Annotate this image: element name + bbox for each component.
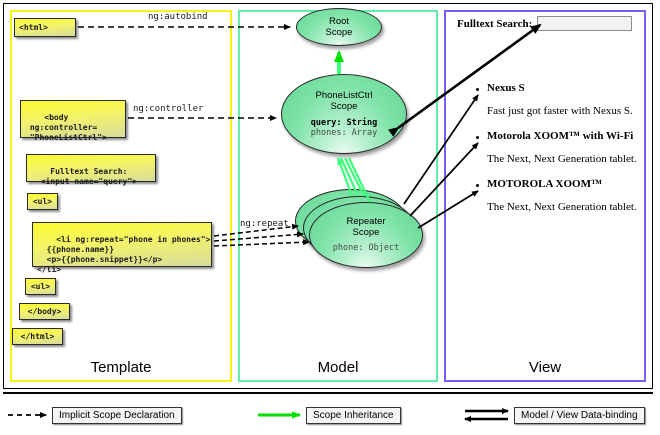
code-box-ul-open: <ul> <box>27 193 58 210</box>
root-scope: Root Scope <box>296 8 382 46</box>
panel-model-label: Model <box>317 359 359 376</box>
legend-item-implicit-scope-declaration: Implicit Scope Declaration <box>52 407 182 424</box>
edge-label-ng-autobind: ng:autobind <box>148 12 208 22</box>
phonelistctrl-scope: PhoneListCtrl Scope query: String phones… <box>281 74 407 154</box>
view-item-name: Nexus S <box>487 82 525 94</box>
list-bullet <box>476 184 479 187</box>
view-item-snippet: The Next, Next Generation tablet. <box>487 201 637 213</box>
view-item-name: MOTOROLA XOOM™ <box>487 178 602 190</box>
legend-divider <box>3 392 653 394</box>
code-box-fulltext-search: Fulltext Search: <input name="query"> <box>26 154 156 186</box>
panel-view-label: View <box>528 359 562 376</box>
code-box-html-close: </html> <box>12 328 63 345</box>
view-item-name: Motorola XOOM™ with Wi-Fi <box>487 130 634 142</box>
fulltext-search-input[interactable] <box>537 16 632 31</box>
code-box-html-open: <html> <box>14 18 76 37</box>
phonelistctrl-scope-prop-query: query: String <box>310 117 378 128</box>
phonelistctrl-scope-title: PhoneListCtrl Scope <box>315 89 373 112</box>
code-box-body-open: <body ng:controller= "PhoneListCtrl"> <box>20 100 126 142</box>
phonelistctrl-scope-prop-phones: phones: Array <box>310 128 378 138</box>
repeater-scope-prop-phone: phone: Object <box>332 243 400 254</box>
list-bullet <box>476 136 479 139</box>
code-box-body-close: </body> <box>19 303 70 320</box>
panel-template-label: Template <box>90 359 152 376</box>
code-box-li-repeat: <li ng:repeat="phone in phones"> {{phone… <box>32 222 212 274</box>
repeater-scope-title: Repeater Scope <box>346 216 386 239</box>
repeater-scope: Repeater Scope phone: Object <box>309 202 423 268</box>
code-box-ul-close: <ul> <box>25 278 56 295</box>
legend-item-model-view-data-binding: Model / View Data-binding <box>514 407 645 424</box>
legend-item-scope-inheritance: Scope Inheritance <box>306 407 401 424</box>
legend: Implicit Scope Declaration Scope Inherit… <box>0 396 660 435</box>
view-search-label: Fulltext Search: <box>457 18 533 30</box>
root-scope-title: Root Scope <box>325 16 353 38</box>
panel-view: View <box>444 10 646 382</box>
view-item-snippet: The Next, Next Generation tablet. <box>487 153 637 165</box>
list-bullet <box>476 88 479 91</box>
edge-label-ng-controller: ng:controller <box>133 104 204 114</box>
view-item-snippet: Fast just got faster with Nexus S. <box>487 105 633 117</box>
edge-label-ng-repeat: ng:repeat <box>240 219 289 229</box>
